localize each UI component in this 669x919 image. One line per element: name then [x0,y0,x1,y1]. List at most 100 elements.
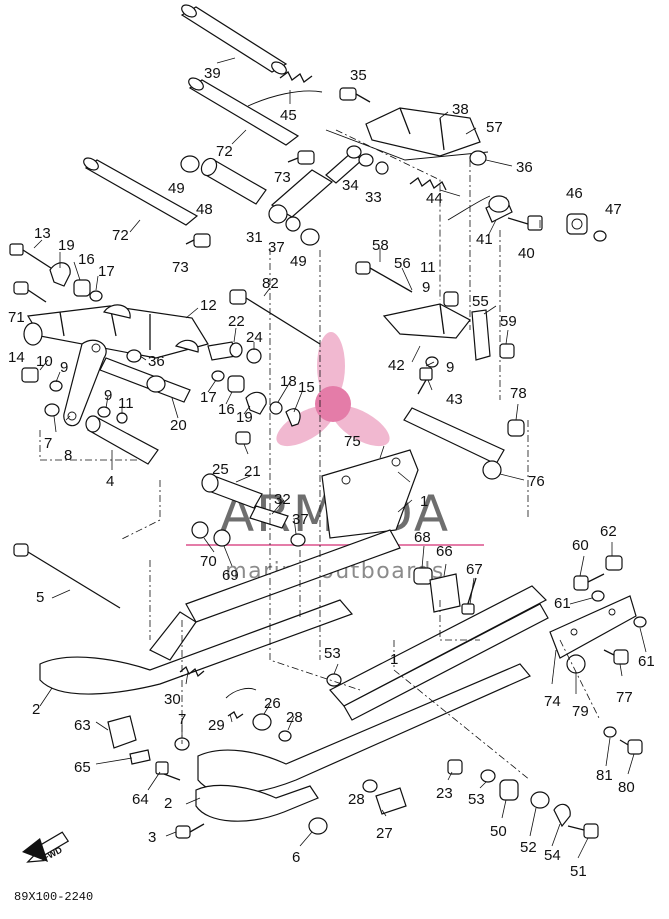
tube-27 [362,779,407,815]
clip-54 [553,803,571,828]
callout-82: 82 [262,275,279,292]
callout-13: 13 [34,225,51,242]
callout-51: 51 [570,863,587,880]
collar-49-right [300,228,320,246]
bolt-5 [13,543,121,609]
tube-48 [200,157,267,205]
callout-14: 14 [8,349,25,366]
callout-28-tube: 28 [348,791,365,808]
collars-33-34 [358,153,389,175]
callout-53-upper: 53 [324,645,341,662]
callout-50: 50 [490,823,507,840]
washer-47 [593,230,607,242]
washer-17-upper [89,290,103,302]
callout-67: 67 [466,561,483,578]
part-callouts: 39 45 35 38 57 72 73 36 34 33 49 48 44 4… [8,65,655,880]
propeller-logo-icon [276,332,390,447]
callout-68: 68 [414,529,431,546]
callout-17-upper: 17 [98,263,115,280]
callout-29: 29 [208,717,225,734]
plate-74 [549,595,637,659]
callout-16-mid: 16 [218,401,235,418]
callout-40: 40 [518,245,535,262]
callout-19-upper: 19 [58,237,75,254]
bolt-10 [21,367,39,383]
callout-7-left: 7 [44,435,52,452]
callout-41: 41 [476,231,493,248]
leader-lines [33,57,647,859]
shaft-76 [403,407,505,480]
bolt-23 [447,759,463,775]
washer-81 [603,726,617,738]
spring-45 [247,71,323,107]
callout-9-right-lower: 9 [446,359,454,376]
callout-17-mid: 17 [200,389,217,406]
callout-54: 54 [544,847,561,864]
spring-44 [409,177,491,221]
callout-78: 78 [510,385,527,402]
rail-1 [149,529,549,721]
callout-55: 55 [472,293,489,310]
bracket-63 [107,715,137,749]
bushing-36-upper [469,150,487,166]
washer-28 [278,730,292,742]
bolt-73-upper [287,150,315,165]
tube-32 [249,505,289,529]
bolt-58 [355,261,413,293]
callout-8: 8 [64,447,72,464]
washer-11-left [116,412,128,424]
callout-11-left: 11 [118,395,134,412]
callout-65: 65 [74,759,91,776]
callout-72-upper: 72 [216,143,233,160]
collar-79 [566,654,586,674]
bushing-36-left [126,349,142,363]
bracket-19-mid [245,391,267,415]
callout-71: 71 [8,309,25,326]
collar-26 [252,713,272,731]
callout-9-right-upper: 9 [422,279,430,296]
clip-15 [285,408,301,427]
callout-31: 31 [246,229,263,246]
collar-37-lower [290,533,306,547]
collar-70 [191,521,209,539]
collar-53-upper [326,673,342,687]
callout-5: 5 [36,589,44,606]
nut-62 [605,555,623,571]
nut-78 [507,419,525,437]
callout-43: 43 [446,391,463,408]
callout-38: 38 [452,101,469,118]
callout-49-lower: 49 [290,253,307,270]
callout-61-right: 61 [638,653,655,670]
callout-35: 35 [350,67,367,84]
plate-75 [321,449,419,539]
rod-4 [85,415,159,465]
callout-81: 81 [596,767,613,784]
callout-20: 20 [170,417,187,434]
callout-25: 25 [212,461,229,478]
washer-61-right [633,616,647,628]
bracket-38 [325,107,489,161]
shaft-22 [207,341,243,361]
bolt-35 [339,87,371,103]
callout-23: 23 [436,785,453,802]
washer-9-left [49,380,63,392]
callout-19-mid: 19 [236,409,253,426]
callout-76: 76 [528,473,545,490]
callout-22: 22 [228,313,245,330]
callout-58: 58 [372,237,389,254]
washer-18 [269,401,283,415]
callout-46: 46 [566,185,583,202]
callout-11-right: 11 [420,259,436,276]
callout-60: 60 [572,537,589,554]
callout-3: 3 [148,829,156,846]
callout-74: 74 [544,693,561,710]
bolt-3 [175,823,205,839]
callout-21: 21 [244,463,261,480]
callout-16-upper: 16 [78,251,95,268]
callout-73-upper: 73 [274,169,291,186]
callout-7-lower: 7 [178,711,186,728]
bolt-40 [507,215,543,231]
callout-77: 77 [616,689,633,706]
callout-47: 47 [605,201,622,218]
callout-72-lower: 72 [112,227,129,244]
